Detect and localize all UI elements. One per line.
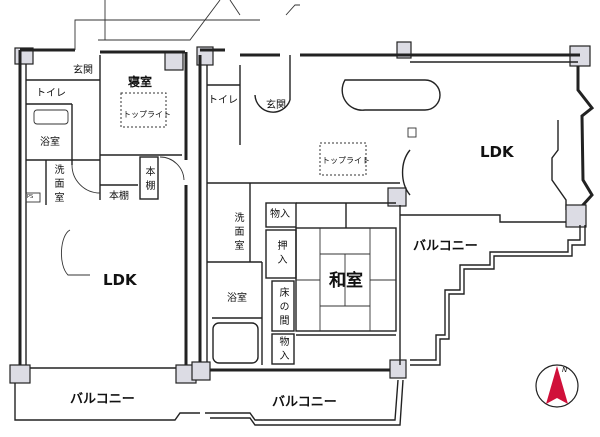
label-storage-upper: 物入 xyxy=(270,209,290,220)
label-balcony-right: バルコニー xyxy=(413,239,478,254)
corridor-lines xyxy=(74,0,300,50)
label-bookshelf: 本棚 xyxy=(109,191,129,202)
label-ldk-left: LDK xyxy=(103,271,137,289)
label-washroom-left: 洗面室 xyxy=(52,164,63,206)
label-skylight-middle: トップライト xyxy=(322,156,370,165)
label-toilet-left: トイレ xyxy=(36,88,66,99)
label-japanese-room: 和室 xyxy=(329,271,363,291)
label-ldk-right: LDK xyxy=(480,143,514,161)
label-skylight-left: トップライト xyxy=(123,110,171,119)
label-bathroom-left: 浴室 xyxy=(40,137,60,148)
label-bathroom-middle: 浴室 xyxy=(227,293,247,304)
label-toilet-middle: トイレ xyxy=(208,95,238,106)
label-bookshelf-vertical: 本棚 xyxy=(143,166,154,194)
label-entrance-middle: 玄関 xyxy=(266,100,286,111)
label-balcony-bottom-middle: バルコニー xyxy=(272,395,337,410)
label-balcony-bottom-left: バルコニー xyxy=(70,392,135,407)
compass-north-label: N xyxy=(562,366,568,374)
north-compass xyxy=(535,364,579,408)
compass-arrow-icon xyxy=(546,366,568,404)
right-unit-walls xyxy=(191,41,595,381)
left-unit-walls xyxy=(9,47,197,384)
label-washroom-middle: 洗面室 xyxy=(232,212,243,254)
label-closet: 押入 xyxy=(275,240,286,268)
label-entrance-left: 玄関 xyxy=(73,65,93,76)
label-ps: PS xyxy=(27,194,34,200)
label-tokonoma: 床の間 xyxy=(277,287,288,329)
label-bedroom: 寝室 xyxy=(128,75,153,89)
balcony-railings xyxy=(14,225,586,426)
label-storage-lower: 物入 xyxy=(277,336,288,364)
